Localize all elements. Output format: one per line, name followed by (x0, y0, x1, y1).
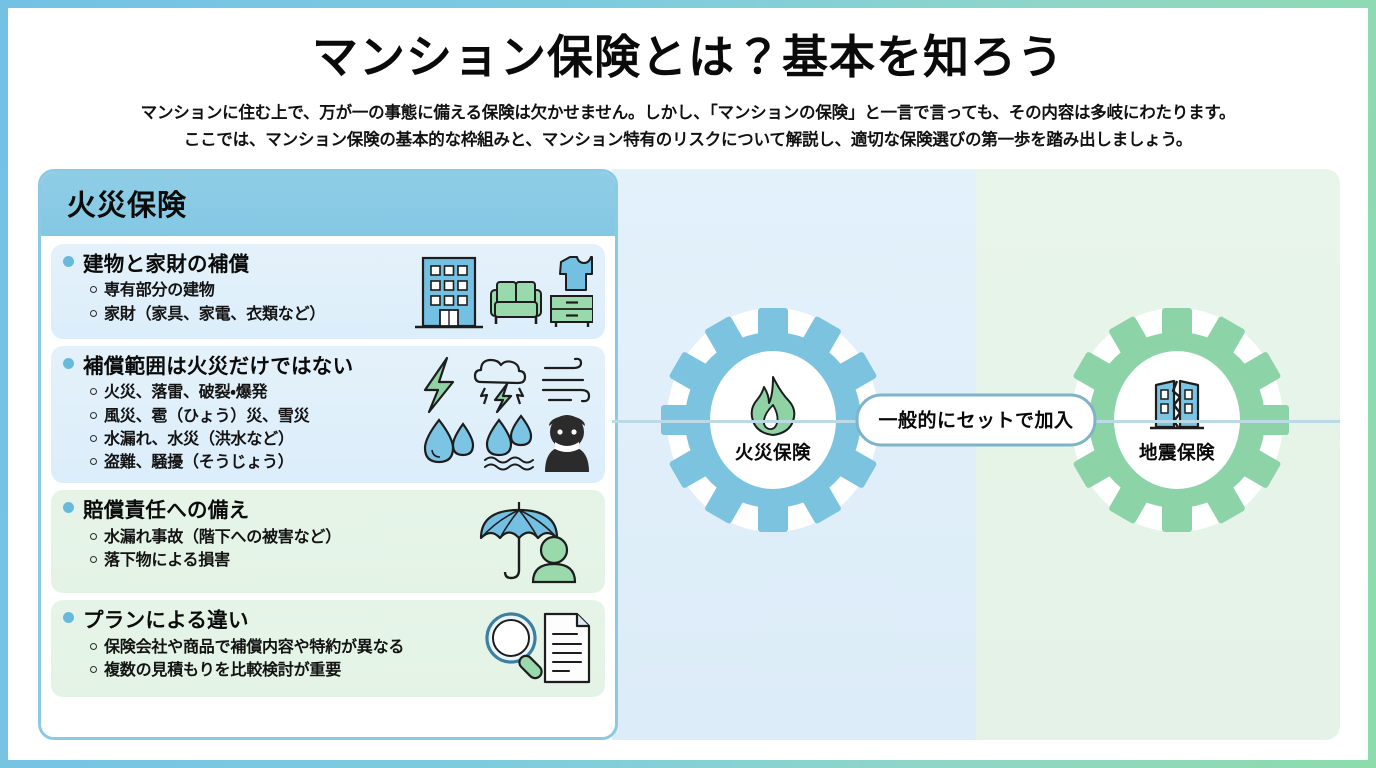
peril-icons (423, 356, 591, 472)
flame-icon (750, 376, 796, 437)
block-text: 補償範囲は火災だけではない 火災、落雷、破裂・爆発 風災、雹（ひょう）災、雪災 … (63, 354, 407, 474)
sub-list-item: 火災、落雷、破裂・爆発 (90, 381, 407, 404)
page-title: マンション保険とは？基本を知ろう (312, 31, 1064, 83)
ring-bullet-icon (90, 532, 97, 540)
block-text: 建物と家財の補償 専有部分の建物 家財（家具、家電、衣類など） (63, 252, 403, 326)
sub-list-item: 水漏れ事故（階下への被害など） (90, 526, 467, 549)
list-item: 補償範囲は火災だけではない 火災、落雷、破裂・爆発 風災、雹（ひょう）災、雪災 … (51, 345, 605, 484)
list-item: 建物と家財の補償 専有部分の建物 家財（家具、家電、衣類など） (51, 243, 605, 339)
sub-list-text: 水漏れ事故（階下への被害など） (104, 528, 342, 546)
ring-bullet-icon (90, 411, 97, 419)
lede-line-1: マンションに住む上で、万が一の事態に備える保険は欠かせません。しかし、「マンショ… (140, 104, 1236, 123)
bullet-dot-icon (63, 502, 74, 514)
sub-list-item: 盗難、騒擾（そうじょう） (90, 451, 407, 474)
sub-list-text: 保険会社や商品で補償内容や特約が異なる (104, 638, 405, 656)
block-text: プランによる違い 保険会社や商品で補償内容や特約が異なる 複数の見積もりを比較検… (63, 608, 473, 682)
sub-list-text: 落下物による損害 (104, 551, 230, 569)
ring-bullet-icon (90, 434, 97, 442)
ring-bullet-icon (90, 457, 97, 465)
block-heading-row: 補償範囲は火災だけではない (63, 354, 407, 380)
header: マンション保険とは？基本を知ろう マンションに住む上で、万が一の事態に備える保険… (8, 8, 1368, 155)
gear-label-earthquake: 地震保険 (1138, 442, 1215, 464)
cabinet-icon (550, 294, 593, 327)
fire-insurance-card-header: 火災保険 (41, 171, 615, 236)
block-title: 補償範囲は火災だけではない (83, 354, 354, 378)
sub-list-text: 水漏れ、水災（洪水など） (104, 430, 294, 448)
lightning-icon (423, 356, 455, 413)
cracked-building-icon (1150, 379, 1204, 430)
burglar-icon (545, 414, 589, 472)
umbrella-person-icon (479, 502, 577, 584)
list-item: 賠償責任への備え 水漏れ事故（階下への被害など） 落下物による損害 (51, 490, 605, 594)
ring-bullet-icon (90, 665, 97, 673)
insurance-pairing-panel: 火災保険 (612, 168, 1340, 740)
sub-list: 水漏れ事故（階下への被害など） 落下物による損害 (90, 526, 467, 572)
block-icon-group (467, 498, 593, 584)
ring-bullet-icon (90, 388, 97, 396)
sub-list: 保険会社や商品で補償内容や特約が異なる 複数の見積もりを比較検討が重要 (90, 636, 473, 682)
bullet-dot-icon (63, 357, 74, 369)
lede-paragraph: マンションに住む上で、万が一の事態に備える保険は欠かせません。しかし、「マンショ… (48, 100, 1328, 154)
document-icon (543, 612, 591, 684)
block-heading-row: 建物と家財の補償 (63, 252, 403, 278)
block-heading-row: プランによる違い (63, 608, 473, 634)
sub-list-text: 家財（家具、家電、衣類など） (104, 305, 326, 323)
block-heading-row: 賠償責任への備え (63, 498, 467, 524)
flood-icon (484, 414, 534, 471)
connector-badge: 一般的にセットで加入 (855, 393, 1097, 447)
sub-list-item: 複数の見積もりを比較検討が重要 (90, 659, 473, 682)
bullet-dot-icon (63, 612, 74, 624)
fire-insurance-card: 火災保険 建物と家財の補償 専有部分の建物 家財（家具、家電、衣類など） (38, 168, 618, 740)
wind-icon (541, 357, 591, 403)
lede-line-2: ここでは、マンション保険の基本的な枠組みと、マンション特有のリスクについて解説し… (183, 131, 1193, 150)
thundercloud-icon (473, 358, 527, 413)
slide-root: マンション保険とは？基本を知ろう マンションに住む上で、万が一の事態に備える保険… (8, 8, 1368, 760)
block-title: プランによる違い (83, 609, 249, 633)
list-item: プランによる違い 保険会社や商品で補償内容や特約が異なる 複数の見積もりを比較検… (51, 600, 605, 698)
ring-bullet-icon (90, 309, 97, 317)
ring-bullet-icon (90, 642, 97, 650)
sub-list-item: 保険会社や商品で補償内容や特約が異なる (90, 636, 473, 659)
sub-list-item: 風災、雹（ひょう）災、雪災 (90, 405, 407, 428)
sub-list-text: 複数の見積もりを比較検討が重要 (104, 661, 342, 679)
sub-list-item: 家財（家具、家電、衣類など） (90, 303, 403, 326)
sub-list-text: 専有部分の建物 (104, 282, 215, 300)
fire-insurance-card-title: 火災保険 (67, 189, 188, 222)
connector-label: 一般的にセットで加入 (878, 410, 1074, 432)
block-icon-group (403, 252, 593, 330)
sub-list-item: 専有部分の建物 (90, 279, 403, 302)
sofa-icon (490, 280, 542, 324)
tshirt-icon (559, 255, 593, 291)
gear-label-fire: 火災保険 (734, 442, 811, 464)
fire-insurance-card-body: 建物と家財の補償 専有部分の建物 家財（家具、家電、衣類など） (41, 236, 615, 737)
sub-list-item: 落下物による損害 (90, 549, 467, 572)
sub-list-text: 風災、雹（ひょう）災、雪災 (104, 407, 310, 425)
ring-bullet-icon (90, 555, 97, 563)
block-icon-group (407, 354, 593, 474)
sub-list-text: 盗難、騒擾（そうじょう） (104, 453, 294, 471)
sub-list: 専有部分の建物 家財（家具、家電、衣類など） (90, 279, 403, 325)
sub-list-item: 水漏れ、水災（洪水など） (90, 428, 407, 451)
compare-icons (485, 612, 591, 684)
block-title: 賠償責任への備え (83, 499, 250, 523)
block-icon-group (473, 608, 593, 688)
body-area: 火災保険 建物と家財の補償 専有部分の建物 家財（家具、家電、衣類など） (38, 168, 1340, 740)
sub-list: 火災、落雷、破裂・爆発 風災、雹（ひょう）災、雪災 水漏れ、水災（洪水など） 盗… (90, 381, 407, 474)
property-icons (415, 255, 593, 328)
waterdrop-icon (423, 418, 475, 463)
block-text: 賠償責任への備え 水漏れ事故（階下への被害など） 落下物による損害 (63, 498, 467, 572)
bullet-dot-icon (63, 255, 74, 267)
ring-bullet-icon (90, 286, 97, 294)
block-title: 建物と家財の補償 (83, 252, 250, 276)
magnifier-icon (485, 612, 543, 680)
sub-list-text: 火災、落雷、破裂・爆発 (104, 384, 268, 402)
building-icon (415, 256, 483, 328)
